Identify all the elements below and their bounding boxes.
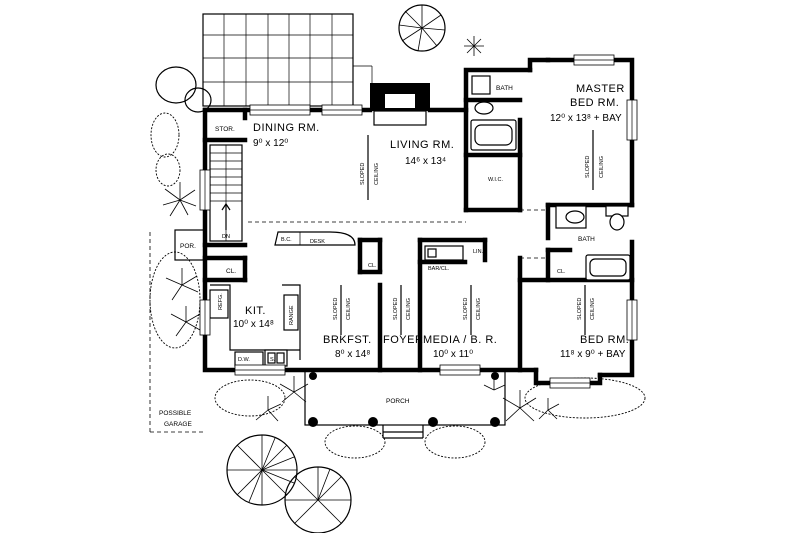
ceiling-note-foyer-1: SLOPED bbox=[393, 298, 399, 320]
kitchen-fixtures bbox=[209, 231, 356, 367]
ceiling-note-media-1: SLOPED bbox=[463, 298, 469, 320]
stairs bbox=[209, 144, 243, 242]
desk-label: DESK bbox=[310, 239, 325, 245]
boulders-left bbox=[150, 66, 212, 187]
small-plant-top bbox=[464, 36, 484, 56]
linen-label: LIN. bbox=[473, 249, 484, 255]
media-room-label: MEDIA / B. R. bbox=[423, 334, 497, 346]
bed-closet-label: CL. bbox=[557, 269, 566, 275]
rear-patio bbox=[202, 13, 373, 107]
plant-left-upper bbox=[162, 182, 197, 217]
bed-room-label: BED RM. bbox=[580, 334, 629, 346]
ceiling-note-bed-1: SLOPED bbox=[577, 298, 583, 320]
ceiling-note-bed-2: CEILING bbox=[590, 298, 596, 320]
shrub-left-bed bbox=[149, 251, 201, 349]
broom-closet-label: B.C. bbox=[281, 237, 292, 243]
foyer-label: FOYER bbox=[383, 334, 423, 346]
plants-front bbox=[255, 376, 560, 422]
master-bed-label-line1: MASTER bbox=[576, 83, 625, 95]
ceiling-note-master-1: SLOPED bbox=[585, 156, 591, 178]
sink-label: S. bbox=[270, 357, 276, 363]
tree-top-right bbox=[398, 4, 446, 52]
ceiling-arrows bbox=[340, 130, 594, 335]
garage-label-line2: GARAGE bbox=[164, 421, 192, 428]
dishwasher-label: D.W. bbox=[238, 357, 250, 363]
range-label: RANGE bbox=[289, 305, 295, 325]
dining-room-label: DINING RM. bbox=[253, 122, 320, 134]
bar-fixtures bbox=[424, 245, 464, 261]
ceiling-note-foyer-2: CEILING bbox=[406, 298, 412, 320]
bed-room-size: 11⁸ x 9⁰ + BAY bbox=[560, 349, 626, 360]
porch-label: PORCH bbox=[386, 398, 410, 405]
living-room-label: LIVING RM. bbox=[390, 139, 454, 151]
area-dividers bbox=[248, 209, 548, 259]
kitchen-closet-label: CL. bbox=[226, 268, 236, 275]
bath-fixtures bbox=[470, 75, 631, 281]
bath-label-hall: BATH bbox=[578, 236, 595, 243]
plants-left-lower bbox=[165, 268, 201, 337]
ceiling-note-brkfst-1: SLOPED bbox=[333, 298, 339, 320]
ceiling-note-living-1: SLOPED bbox=[360, 163, 366, 185]
living-room-size: 14⁶ x 13⁴ bbox=[405, 156, 446, 167]
ceiling-note-brkfst-2: CEILING bbox=[346, 298, 352, 320]
foyer-closet-label: CL. bbox=[368, 263, 377, 269]
windows bbox=[199, 54, 638, 389]
kitchen-size: 10⁰ x 14⁸ bbox=[233, 319, 274, 330]
breakfast-size: 8⁰ x 14⁸ bbox=[335, 349, 370, 360]
storage-label: STOR. bbox=[215, 126, 235, 133]
kitchen-label: KIT. bbox=[245, 305, 266, 317]
breakfast-label: BRKFST. bbox=[323, 334, 372, 346]
garage-label-line1: POSSIBLE bbox=[159, 410, 192, 417]
stairs-down-label: DN bbox=[222, 234, 230, 240]
master-bed-size: 12⁰ x 13⁸ + BAY bbox=[550, 113, 622, 124]
walk-in-closet-label: W.I.C. bbox=[488, 177, 503, 183]
ceiling-note-living-2: CEILING bbox=[374, 163, 380, 185]
media-room-size: 10⁰ x 11⁰ bbox=[433, 349, 473, 360]
tree-front-left bbox=[226, 434, 298, 506]
bar-closet-label: BAR/CL. bbox=[428, 266, 450, 272]
garage-outline bbox=[149, 232, 205, 433]
master-bed-label-line2: BED RM. bbox=[570, 97, 619, 109]
fireplace bbox=[370, 83, 430, 126]
ceiling-note-master-2: CEILING bbox=[599, 156, 605, 178]
ceiling-note-media-2: CEILING bbox=[476, 298, 482, 320]
tree-front-right bbox=[284, 466, 352, 533]
bath-label-master: BATH bbox=[496, 85, 513, 92]
side-porch-label: POR. bbox=[180, 243, 196, 250]
refrigerator-label: REFG. bbox=[218, 293, 224, 310]
dining-room-size: 9⁰ x 12⁰ bbox=[253, 138, 288, 149]
